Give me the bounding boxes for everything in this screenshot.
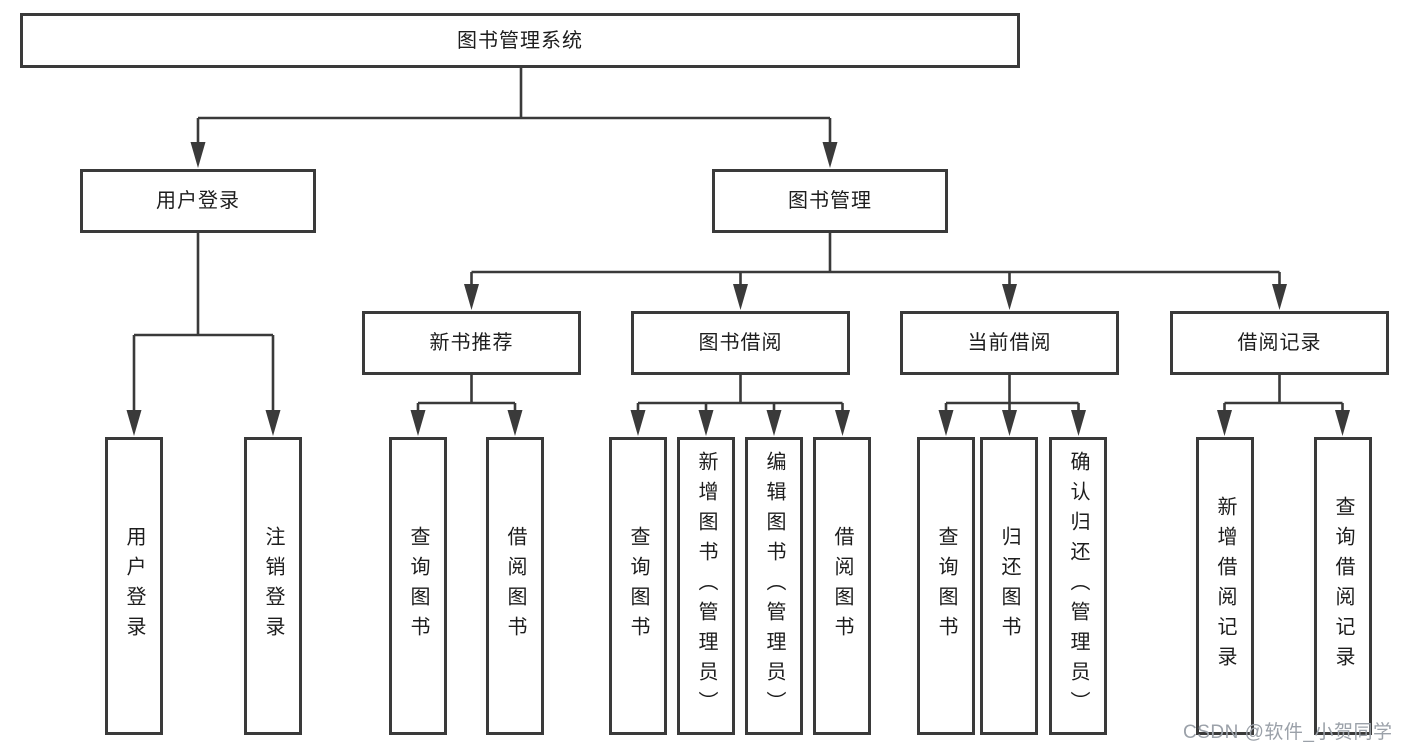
node-user-login: 用户登录 [80,169,316,233]
leaf-label: 借阅图书 [504,526,526,646]
leaf-query-books-recommend: 查询图书 [389,437,447,735]
leaf-add-borrow-record: 新增借阅记录 [1196,437,1254,735]
leaf-confirm-return-admin: 确认归还（管理员） [1049,437,1107,735]
node-label: 图书借阅 [698,332,783,354]
leaf-query-borrow-record: 查询借阅记录 [1314,437,1372,735]
node-label: 图书管理 [788,190,872,212]
node-new-book-recommend: 新书推荐 [362,311,581,375]
leaf-label: 新增图书（管理员） [695,451,717,721]
leaf-label: 查询图书 [407,526,429,646]
leaf-query-books-borrow: 查询图书 [609,437,667,735]
leaf-label: 查询图书 [627,526,649,646]
node-current-borrow: 当前借阅 [900,311,1119,375]
leaf-label: 归还图书 [998,526,1020,646]
node-book-borrow: 图书借阅 [631,311,850,375]
leaf-label: 编辑图书（管理员） [763,451,785,721]
node-label: 当前借阅 [967,332,1052,354]
node-label: 借阅记录 [1237,332,1322,354]
leaf-edit-book-admin: 编辑图书（管理员） [745,437,803,735]
leaf-label: 借阅图书 [831,526,853,646]
leaf-user-login: 用户登录 [105,437,163,735]
node-label: 新书推荐 [429,332,514,354]
node-library-management-system: 图书管理系统 [20,13,1020,68]
leaf-label: 查询图书 [935,526,957,646]
node-label: 图书管理系统 [457,29,583,52]
node-borrow-records: 借阅记录 [1170,311,1389,375]
leaf-return-books: 归还图书 [980,437,1038,735]
leaf-borrow-books: 借阅图书 [813,437,871,735]
leaf-label: 新增借阅记录 [1214,496,1236,676]
leaf-borrow-books-recommend: 借阅图书 [486,437,544,735]
leaf-logout: 注销登录 [244,437,302,735]
leaf-label: 确认归还（管理员） [1067,451,1089,721]
csdn-watermark: CSDN @软件_小贺同学 [1183,722,1393,743]
leaf-query-books-current: 查询图书 [917,437,975,735]
leaf-add-book-admin: 新增图书（管理员） [677,437,735,735]
leaf-label: 用户登录 [123,526,145,646]
leaf-label: 查询借阅记录 [1332,496,1354,676]
node-book-management: 图书管理 [712,169,948,233]
node-label: 用户登录 [156,190,240,212]
leaf-label: 注销登录 [262,526,284,646]
